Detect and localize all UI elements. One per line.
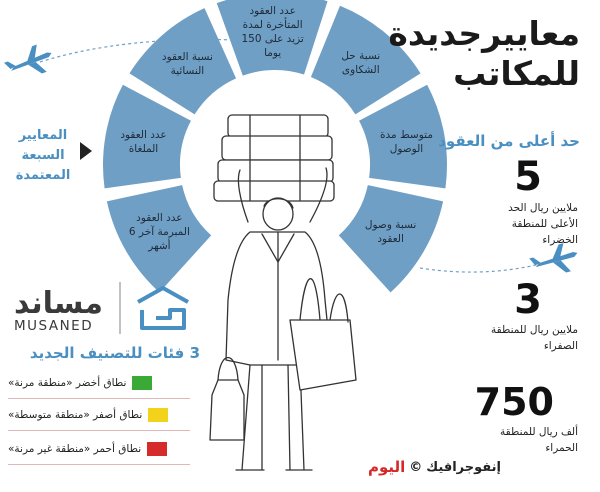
divider — [8, 430, 190, 431]
title-line-1: معاييرجديدة — [388, 14, 580, 53]
wheel-segment-label: نسبة العقود النسائية — [161, 51, 213, 78]
flight-path-top — [39, 38, 233, 63]
limit-item-red: 750 ألف ريال للمنطقة الحمراء — [428, 380, 578, 456]
limit-desc-line: الحمراء — [545, 442, 578, 454]
category-label: نطاق أحمر «منطقة غير مرنة» — [8, 443, 142, 455]
category-yellow: نطاق أصفر «منطقة متوسطة» — [8, 404, 190, 426]
category-red: نطاق أحمر «منطقة غير مرنة» — [8, 438, 190, 460]
red-swatch — [147, 442, 168, 456]
footer-text: إنفوجرافيك — [426, 459, 501, 475]
limit-item-green: 5 ملايين ريال الحد الأعلى للمنطقة الخضرا… — [428, 154, 578, 248]
limit-desc-line: الصفراء — [543, 340, 578, 352]
criteria-note-line-2: السبعة — [21, 148, 65, 163]
title-line-2: للمكاتب — [453, 54, 580, 93]
wheel-segment — [216, 0, 328, 76]
wheel-segment-label: نسبة حل الشكاوى — [341, 49, 381, 76]
wheel-segment — [310, 5, 421, 115]
wheel-segment-label: عدد العقود الملغاة — [120, 128, 167, 155]
limit-desc-line: الأعلى للمنطقة — [511, 218, 578, 230]
limit-desc-line: الخضراء — [542, 234, 578, 246]
copyright-icon: © — [409, 459, 423, 475]
category-green: نطاق أخضر «منطقة مرنة» — [8, 372, 190, 394]
yellow-swatch — [148, 408, 169, 422]
limit-desc-line: ملايين ريال الحد — [508, 202, 578, 214]
woman-illustration — [209, 114, 357, 471]
green-swatch — [132, 376, 153, 390]
musaned-logo-icon — [119, 282, 189, 334]
divider — [8, 464, 190, 465]
musaned-arabic-wordmark: مساند — [14, 286, 103, 321]
airplane-left-icon — [4, 44, 52, 74]
category-label: نطاق أصفر «منطقة متوسطة» — [8, 409, 143, 421]
wheel-segment-label: عدد العقود المتأخرة لمدة تزيد على 150 يو… — [241, 4, 304, 59]
categories-heading: 3 فئات للتصنيف الجديد — [29, 344, 200, 362]
brand-logo: اليوم — [368, 458, 406, 476]
limit-item-yellow: 3 ملايين ريال للمنطقة الصفراء — [428, 278, 578, 354]
triangle-pointer-icon — [80, 142, 92, 160]
page-title: معاييرجديدة للمكاتب — [388, 14, 580, 94]
wheel-segment-label: متوسط مدة الوصول — [379, 128, 433, 155]
limit-value: 5 — [514, 154, 542, 200]
limit-desc: ملايين ريال للمنطقة الصفراء — [428, 322, 578, 354]
criteria-note-line-3: المعتمدة — [15, 168, 71, 183]
wheel-segment — [106, 185, 212, 293]
limit-desc: ملايين ريال الحد الأعلى للمنطقة الخضراء — [428, 200, 578, 248]
limit-desc-line: ألف ريال للمنطقة — [500, 426, 578, 438]
limit-desc-line: ملايين ريال للمنطقة — [491, 324, 578, 336]
musaned-english-wordmark: MUSANED — [14, 318, 94, 334]
divider — [8, 398, 190, 399]
wheel-segment — [103, 84, 191, 189]
criteria-note: المعايير السبعة المعتمدة — [8, 126, 78, 186]
footer-credit: إنفوجرافيك © اليوم — [368, 458, 501, 476]
limit-value: 3 — [514, 277, 542, 323]
criteria-note-line-1: المعايير — [18, 128, 68, 143]
limit-value: 750 — [474, 380, 554, 424]
wheel-segment — [359, 84, 447, 189]
limit-desc: ألف ريال للمنطقة الحمراء — [428, 424, 578, 456]
wheel-segment — [338, 185, 444, 293]
category-label: نطاق أخضر «منطقة مرنة» — [8, 377, 127, 389]
wheel-segment — [129, 8, 237, 115]
airplane-right-icon — [529, 243, 578, 273]
limits-heading: حد أعلى من العقود — [438, 132, 580, 150]
wheel-segment-label: نسبة وصول العقود — [364, 218, 417, 245]
wheel-segment-label: عدد العقود المبرمة آخر 6 أشهر — [128, 211, 190, 252]
